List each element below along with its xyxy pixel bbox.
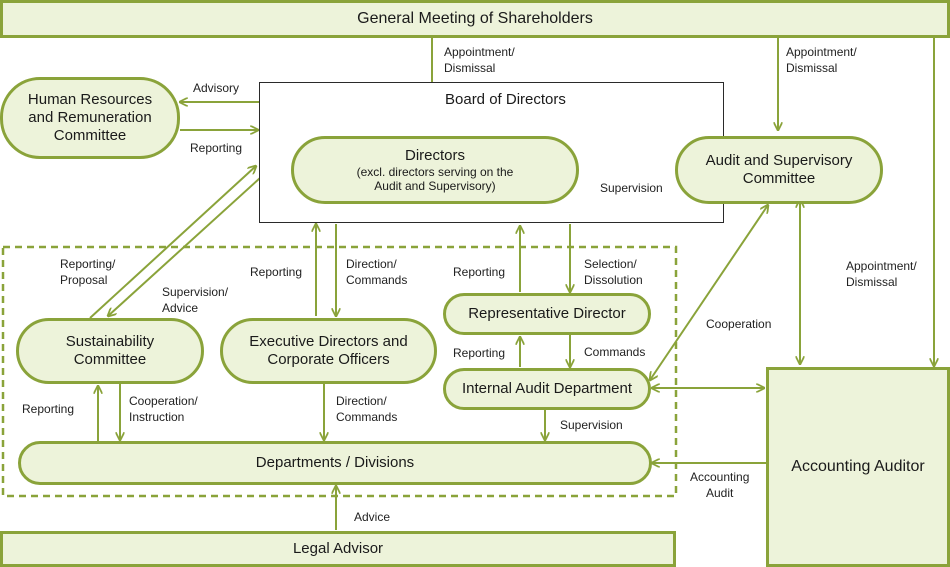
legal-advisor: Legal Advisor bbox=[0, 531, 676, 567]
shareholders-box: General Meeting of Shareholders bbox=[0, 0, 950, 38]
label-direction-exec: Direction/ Commands bbox=[346, 257, 408, 287]
label-direction-dept: Direction/ Commands bbox=[336, 394, 398, 424]
label-accounting-audit: Accounting Audit bbox=[690, 470, 750, 500]
label-appointment-audit: Appointment/ Dismissal bbox=[786, 45, 857, 75]
board-title: Board of Directors bbox=[445, 91, 566, 108]
arrow-cooperation-audit bbox=[650, 205, 768, 380]
audit-supervisory-committee: Audit and Supervisory Committee bbox=[675, 136, 883, 204]
hr-remuneration-committee: Human Resources and Remuneration Committ… bbox=[0, 77, 180, 159]
sustainability-committee: Sustainability Committee bbox=[16, 318, 204, 384]
label-selection: Selection/ Dissolution bbox=[584, 257, 643, 287]
label-reporting-proposal: Reporting/ Proposal bbox=[60, 257, 116, 287]
directors-title: Directors bbox=[404, 147, 465, 164]
label-reporting-sust: Reporting bbox=[22, 402, 75, 416]
label-cooperation: Cooperation bbox=[706, 317, 772, 331]
departments-divisions: Departments / Divisions bbox=[18, 441, 652, 485]
label-reporting-exec: Reporting bbox=[250, 265, 303, 279]
label-reporting-internal: Reporting bbox=[453, 346, 506, 360]
representative-director: Representative Director bbox=[443, 293, 651, 335]
arrow-reporting-proposal bbox=[89, 166, 256, 319]
label-supervision-advice: Supervision/ Advice bbox=[162, 285, 229, 315]
executive-directors-officers: Executive Directors and Corporate Office… bbox=[220, 318, 437, 384]
label-advice: Advice bbox=[354, 510, 391, 524]
arrow-supervision-advice bbox=[108, 177, 261, 316]
label-supervision-directors: Supervision bbox=[600, 181, 663, 195]
accounting-auditor: Accounting Auditor bbox=[766, 367, 950, 567]
label-commands: Commands bbox=[584, 345, 646, 359]
label-appointment-auditor: Appointment/ Dismissal bbox=[846, 259, 917, 289]
label-advisory: Advisory bbox=[193, 81, 240, 95]
label-cooperation-instruction: Cooperation/ Instruction bbox=[129, 394, 198, 424]
directors-note: (excl. directors serving on the Audit an… bbox=[356, 165, 514, 193]
label-reporting-hr: Reporting bbox=[190, 141, 243, 155]
label-supervision-dept: Supervision bbox=[560, 418, 623, 432]
label-appointment-board: Appointment/ Dismissal bbox=[444, 45, 515, 75]
label-reporting-rep: Reporting bbox=[453, 265, 506, 279]
internal-audit-department: Internal Audit Department bbox=[443, 368, 651, 410]
directors-box: Directors (excl. directors serving on th… bbox=[291, 136, 579, 204]
